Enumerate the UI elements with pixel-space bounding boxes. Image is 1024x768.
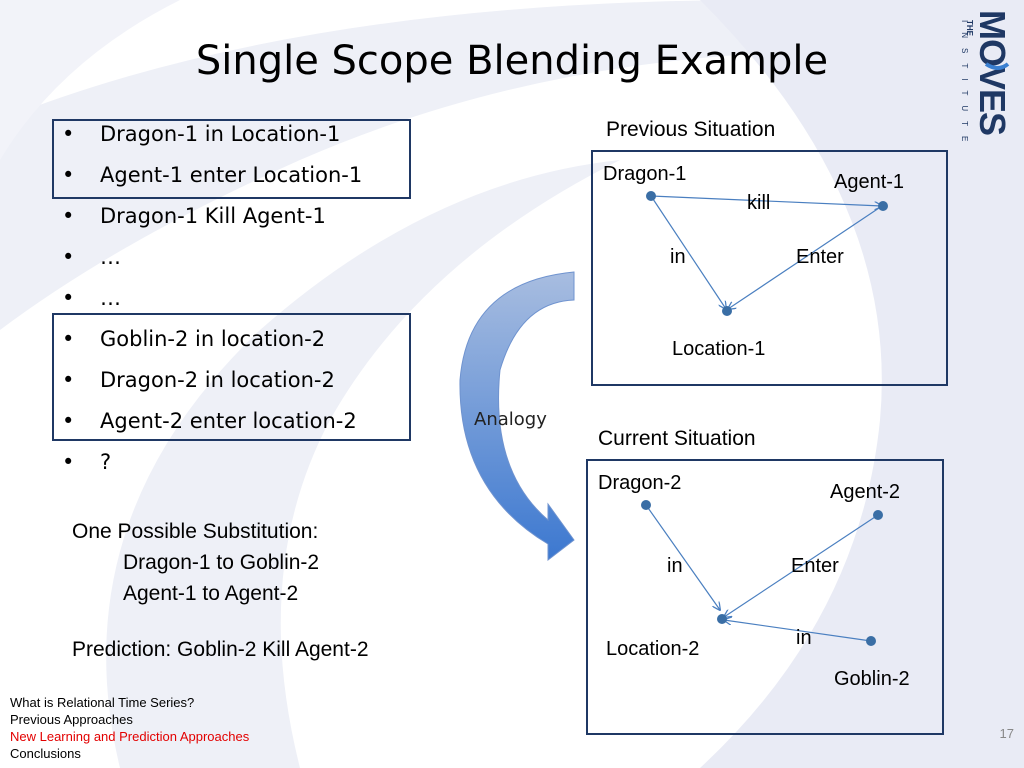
label-in-goblin: in bbox=[796, 627, 812, 649]
previous-situation-title: Previous Situation bbox=[606, 118, 776, 141]
node-location-2 bbox=[717, 614, 727, 624]
node-dragon-1 bbox=[646, 191, 656, 201]
node-location-1 bbox=[722, 306, 732, 316]
edge-in bbox=[650, 195, 726, 309]
footer-item[interactable]: Conclusions bbox=[10, 746, 81, 761]
footer-item-active[interactable]: New Learning and Prediction Approaches bbox=[10, 729, 250, 744]
slide-title: Single Scope Blending Example bbox=[195, 38, 829, 84]
bullet-item: … bbox=[62, 239, 362, 280]
node-agent-1 bbox=[878, 201, 888, 211]
label-location-2: Location-2 bbox=[606, 638, 699, 660]
edge-enter bbox=[724, 514, 879, 617]
node-agent-2 bbox=[873, 510, 883, 520]
label-goblin-2: Goblin-2 bbox=[834, 668, 910, 690]
label-in-dragon: in bbox=[667, 555, 683, 577]
bullet-item: Dragon-1 Kill Agent-1 bbox=[62, 198, 362, 239]
page-number: 17 bbox=[999, 726, 1014, 741]
bullet-item: Dragon-1 in Location-1 bbox=[62, 116, 362, 157]
label-agent-1: Agent-1 bbox=[834, 171, 904, 193]
bullet-item: Agent-1 enter Location-1 bbox=[62, 157, 362, 198]
footer-nav: What is Relational Time Series? Previous… bbox=[10, 694, 249, 762]
prediction-text: Prediction: Goblin-2 Kill Agent-2 bbox=[72, 638, 369, 661]
bullet-item: … bbox=[62, 280, 362, 321]
bullet-item: ? bbox=[62, 444, 362, 485]
label-enter: Enter bbox=[796, 246, 844, 268]
substitution-block: One Possible Substitution: Dragon-1 to G… bbox=[72, 516, 319, 609]
label-enter: Enter bbox=[791, 555, 839, 577]
footer-item[interactable]: What is Relational Time Series? bbox=[10, 695, 195, 710]
label-dragon-2: Dragon-2 bbox=[598, 472, 681, 494]
bullet-item: Goblin-2 in location-2 bbox=[62, 321, 362, 362]
bullet-item: Agent-2 enter location-2 bbox=[62, 403, 362, 444]
label-dragon-1: Dragon-1 bbox=[603, 163, 686, 185]
label-in: in bbox=[670, 246, 686, 268]
edge-in-dragon bbox=[645, 504, 720, 610]
label-kill: kill bbox=[747, 192, 770, 214]
previous-situation-panel bbox=[591, 150, 948, 386]
edge-in-goblin bbox=[724, 620, 872, 642]
logo-swoosh bbox=[984, 62, 1010, 70]
current-situation-title: Current Situation bbox=[598, 427, 756, 450]
substitution-line: Agent-1 to Agent-2 bbox=[123, 582, 299, 605]
bullet-list: Dragon-1 in Location-1 Agent-1 enter Loc… bbox=[62, 116, 362, 485]
node-goblin-2 bbox=[866, 636, 876, 646]
node-dragon-2 bbox=[641, 500, 651, 510]
analogy-arrow bbox=[459, 271, 575, 562]
logo-main-text: MOVES bbox=[972, 10, 1013, 135]
footer-item[interactable]: Previous Approaches bbox=[10, 712, 133, 727]
edge-enter bbox=[728, 205, 883, 309]
analogy-label: Analogy bbox=[474, 409, 547, 430]
moves-institute-logo: THE MOVES INSTITUTE bbox=[960, 10, 1013, 151]
substitution-heading: One Possible Substitution: bbox=[72, 520, 319, 543]
logo-top-text: THE bbox=[965, 20, 974, 37]
edge-kill bbox=[650, 195, 882, 206]
logo-sub-text: INSTITUTE bbox=[960, 20, 969, 151]
bullet-item: Dragon-2 in location-2 bbox=[62, 362, 362, 403]
label-agent-2: Agent-2 bbox=[830, 481, 900, 503]
label-location-1: Location-1 bbox=[672, 338, 765, 360]
substitution-line: Dragon-1 to Goblin-2 bbox=[123, 551, 320, 574]
current-situation-panel bbox=[586, 459, 944, 735]
